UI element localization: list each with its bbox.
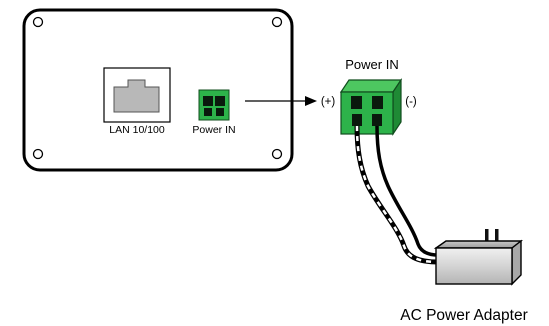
device-panel: LAN 10/100 Power IN [22, 8, 294, 172]
mounting-screw-top-right [271, 16, 283, 28]
mounting-screw-top-left [32, 16, 44, 28]
terminal-block-front [340, 91, 394, 135]
connector-title: Power IN [345, 57, 398, 72]
mounting-screw-bottom-right [271, 148, 283, 160]
power-port-screw-right [216, 108, 224, 116]
terminal-block-connector [339, 78, 403, 136]
adapter-label: AC Power Adapter [400, 307, 528, 324]
lan-port-label: LAN 10/100 [109, 124, 165, 136]
ac-power-adapter [433, 229, 524, 286]
rj45-jack-icon [113, 79, 160, 113]
terminal-slot-positive [352, 114, 362, 126]
mounting-screw-bottom-left [32, 148, 44, 160]
adapter-prong-right [495, 229, 499, 244]
power-port-pin-left [203, 96, 213, 106]
terminal-screw-negative [372, 96, 383, 109]
power-port-screw-left [204, 108, 212, 116]
pointer-arrow [245, 96, 317, 106]
positive-wire [354, 125, 439, 265]
terminal-block-top [339, 79, 403, 93]
adapter-front-face [435, 247, 513, 285]
positive-wire-stripe [355, 125, 439, 264]
positive-terminal-label: (+) [321, 96, 336, 108]
power-cable [354, 125, 439, 265]
negative-wire [375, 125, 439, 257]
adapter-side-face [511, 239, 522, 286]
terminal-slot-negative [372, 114, 382, 126]
adapter-top-face [433, 240, 524, 249]
power-port-label: Power IN [192, 124, 235, 136]
negative-terminal-label: (-) [405, 96, 417, 108]
terminal-screw-positive [351, 96, 362, 109]
arrow-head-icon [305, 96, 317, 106]
lan-port [103, 67, 171, 123]
power-port-pin-right [215, 96, 225, 106]
adapter-prong-left [485, 229, 489, 244]
power-port [198, 89, 230, 121]
